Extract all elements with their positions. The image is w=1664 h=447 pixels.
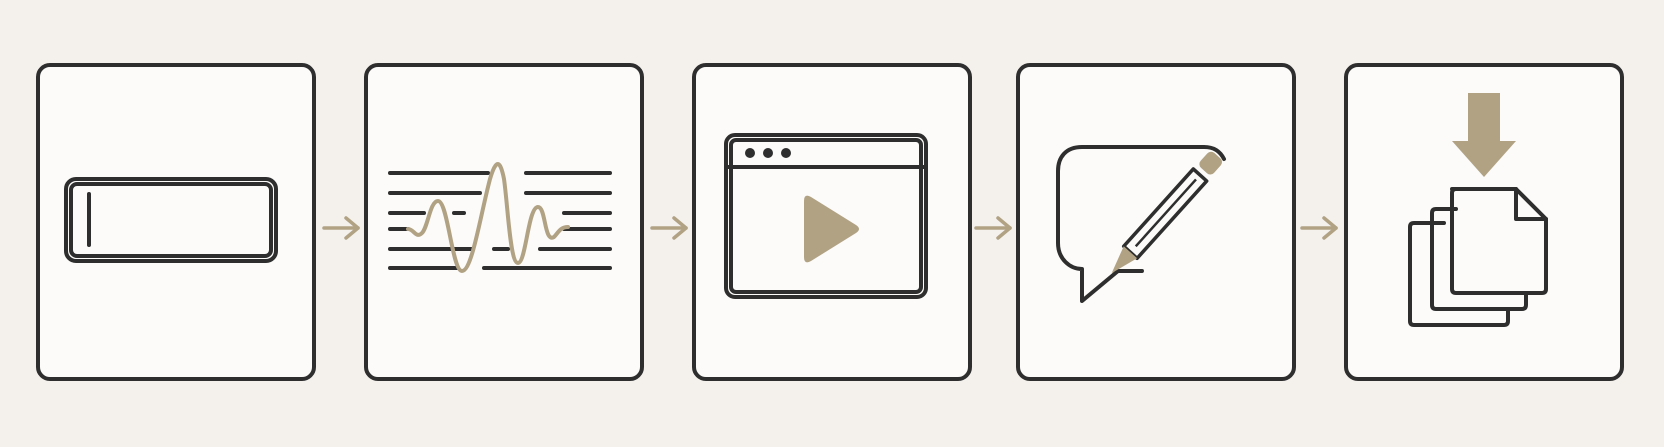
connector-arrow-1 <box>322 214 362 242</box>
arrow-right-icon <box>322 216 360 240</box>
text-input-icon <box>64 177 278 263</box>
arrow-right-icon <box>974 216 1012 240</box>
step-card-text-input <box>36 63 316 381</box>
step-card-review <box>1016 63 1296 381</box>
play-icon <box>804 195 859 263</box>
arrow-right-icon <box>1300 216 1338 240</box>
download-documents-icon <box>1408 93 1548 327</box>
video-player-icon <box>724 133 928 299</box>
document-stack-icon <box>1408 187 1548 327</box>
connector-arrow-3 <box>974 214 1014 242</box>
arrow-right-icon <box>650 216 688 240</box>
pencil-icon <box>1111 151 1223 274</box>
window-dot <box>745 148 755 158</box>
step-card-export <box>1344 63 1624 381</box>
window-dot <box>763 148 773 158</box>
chat-edit-icon <box>1056 145 1226 303</box>
download-arrow-icon <box>1452 93 1516 177</box>
step-card-video <box>692 63 972 381</box>
connector-arrow-4 <box>1300 214 1340 242</box>
connector-arrow-2 <box>650 214 690 242</box>
step-card-transcription <box>364 63 644 381</box>
window-dot <box>781 148 791 158</box>
audio-waveform-text-icon <box>388 162 612 273</box>
